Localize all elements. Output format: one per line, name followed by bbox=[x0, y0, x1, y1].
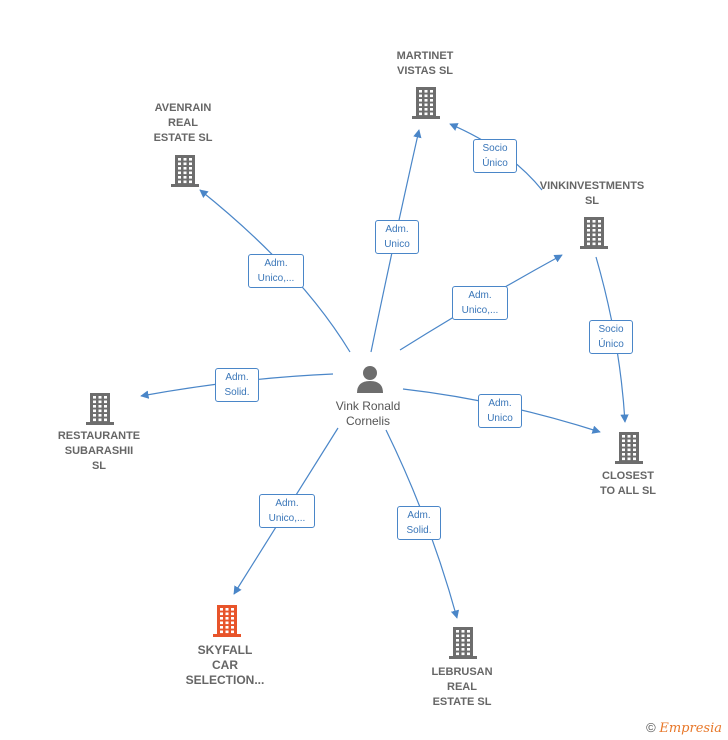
building-icon-lebrusan[interactable] bbox=[449, 627, 477, 659]
building-icon-restaurante[interactable] bbox=[86, 393, 114, 425]
company-name-skyfall[interactable]: SKYFALL CAR SELECTION... bbox=[185, 642, 265, 687]
edge-label-vinkinvestments-closest[interactable]: Socio Único bbox=[589, 320, 633, 354]
building-icon-vinkinvestments[interactable] bbox=[580, 217, 608, 249]
edge-label-center-vinkinvestments[interactable]: Adm. Unico,... bbox=[452, 286, 508, 320]
person-icon[interactable] bbox=[357, 366, 383, 393]
building-icon-skyfall[interactable] bbox=[213, 605, 241, 637]
edge-label-center-lebrusan[interactable]: Adm. Solid. bbox=[397, 506, 441, 540]
company-name-martinet[interactable]: MARTINET VISTAS SL bbox=[396, 50, 454, 77]
edge-label-center-avenrain[interactable]: Adm. Unico,... bbox=[248, 254, 304, 288]
company-name-avenrain[interactable]: AVENRAIN REAL ESTATE SL bbox=[153, 101, 213, 144]
edge-label-center-restaurante[interactable]: Adm. Solid. bbox=[215, 368, 259, 402]
edge-label-center-martinet[interactable]: Adm. Unico bbox=[375, 220, 419, 254]
person-name[interactable]: Vink Ronald Cornelis bbox=[335, 399, 401, 428]
building-icon-avenrain[interactable] bbox=[171, 155, 199, 187]
footer: © Empresia bbox=[646, 720, 722, 736]
building-icon-closest[interactable] bbox=[615, 432, 643, 464]
company-name-closest[interactable]: CLOSEST TO ALL SL bbox=[599, 470, 657, 497]
company-name-vinkinvestments[interactable]: VINKINVESTMENTS SL bbox=[539, 180, 645, 207]
edge-label-center-skyfall[interactable]: Adm. Unico,... bbox=[259, 494, 315, 528]
company-name-lebrusan[interactable]: LEBRUSAN REAL ESTATE SL bbox=[431, 665, 493, 708]
brand-logo[interactable]: Empresia bbox=[659, 721, 722, 736]
edge-label-vinkinvestments-martinet[interactable]: Socio Único bbox=[473, 139, 517, 173]
nodes-layer bbox=[86, 87, 643, 659]
edge-label-center-closest[interactable]: Adm. Unico bbox=[478, 394, 522, 428]
copyright-icon: © bbox=[646, 720, 656, 735]
building-icon-martinet[interactable] bbox=[412, 87, 440, 119]
company-name-restaurante[interactable]: RESTAURANTE SUBARASHII SL bbox=[57, 429, 141, 472]
